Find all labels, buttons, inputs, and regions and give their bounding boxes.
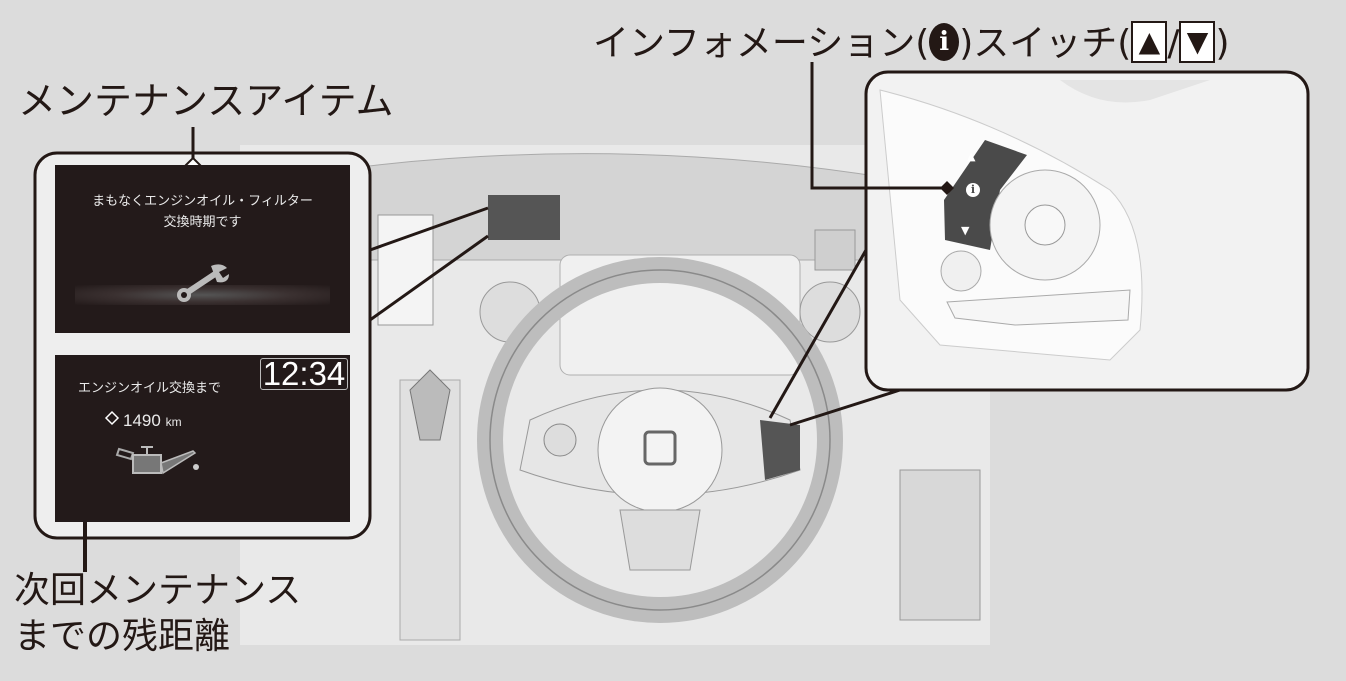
message-line2: 交換時期です [163,215,242,230]
switch-leader-diamond [940,181,954,195]
right-switch-cluster [760,420,800,480]
remaining-distance-line1: 次回メンテナンス [14,570,302,611]
glow-bar [75,285,330,305]
oil-change-caption: エンジンオイル交換まで [78,381,222,396]
callout-line-bottom [369,234,489,322]
info-switch-label: インフォメーション(i)スイッチ(▲/▼) [593,14,1230,66]
side-vent [814,229,856,271]
distance-unit: km [165,415,182,429]
info-switch-label-mid: )スイッチ( [959,23,1132,64]
distance-value: 1490 [123,411,161,430]
round-button [940,250,982,292]
rim-detail [1060,80,1210,103]
shift-lever [409,369,451,441]
left-switch-cluster [543,423,577,457]
info-switch-label-prefix: インフォメーション( [593,23,930,64]
dial-center-button [1024,204,1066,246]
bottom-button-row [946,289,1131,326]
oil-can-icon [115,446,199,475]
remaining-distance-line2: までの残距離 [14,616,231,657]
message-line1: まもなくエンジンオイル・フィルター [92,194,313,209]
maintenance-item-label: メンテナンスアイテム [18,79,394,123]
inset-line-bottom [789,388,901,427]
inset-line-top [768,249,868,419]
info-switch-label-suffix: ) [1215,23,1230,64]
inset-info-icon: i [966,183,980,197]
inset-down-icon: ▼ [961,224,970,237]
distance-readout: 1490 km [123,411,182,431]
switch-leader-line [810,62,942,190]
inset-up-icon: ▲ [967,150,976,163]
distance-leader-diamond [104,410,120,426]
callout-line-top [369,206,489,252]
info-icon: i [929,23,960,61]
oil-life-screen: エンジンオイル交換まで 12:34 1490 km [55,355,350,522]
steering-wheel-outline [489,269,831,611]
steering-hub [597,387,723,513]
door-switch-panel [899,469,981,621]
down-arrow-icon: ▼ [1179,21,1216,63]
remaining-distance-label: 次回メンテナンス までの残距離 [14,568,301,660]
lower-spoke [619,509,701,571]
maintenance-message-screen: まもなくエンジンオイル・フィルター 交換時期です [55,165,350,333]
separator: / [1167,23,1180,64]
up-arrow-icon: ▲ [1131,21,1168,63]
brand-emblem [643,430,677,466]
meter-display [488,195,560,240]
clock-display: 12:34 [260,357,348,390]
info-switch-button [944,140,1027,250]
wrench-icon [177,264,229,302]
